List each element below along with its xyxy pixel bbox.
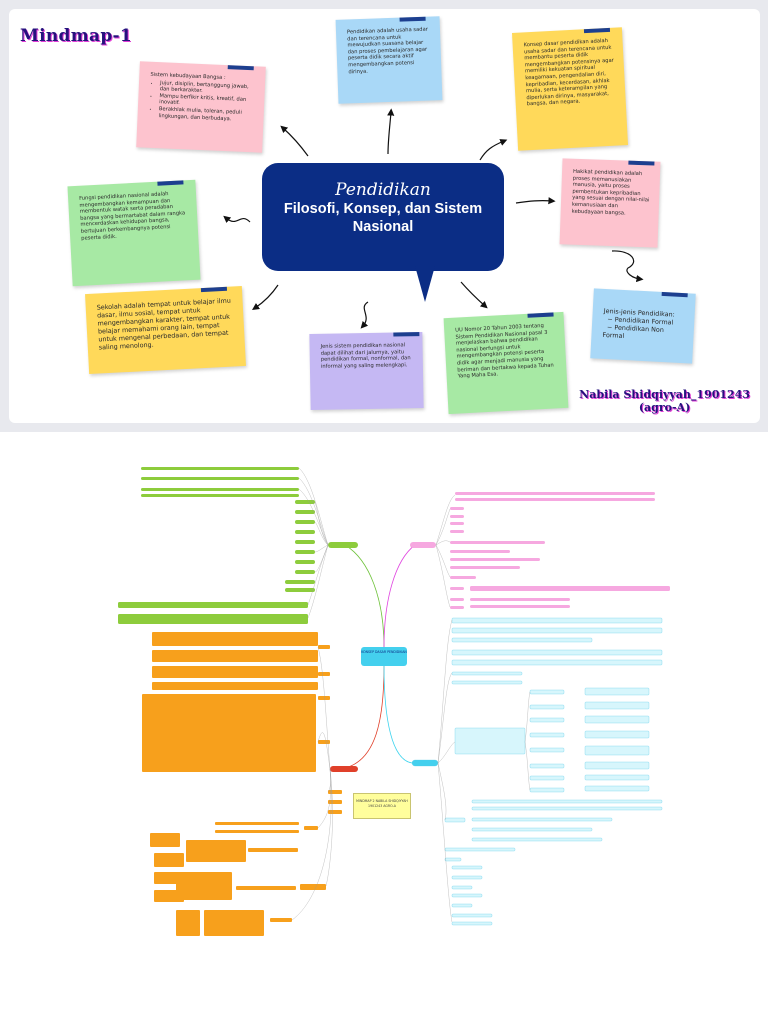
author-name: Nabila Shidqiyyah_1901243 — [579, 388, 750, 401]
arrow-to-uu — [460, 281, 488, 309]
arrow-to-hakikat — [515, 197, 556, 205]
central-topic-script: Pendidikan — [335, 180, 431, 200]
central-topic-title: Filosofi, Konsep, dan Sistem Nasional — [283, 201, 483, 235]
arrow-to-konsep — [479, 139, 508, 161]
central-topic-bubble: Pendidikan Filosofi, Konsep, dan Sistem … — [262, 163, 504, 271]
connector-arrows — [223, 108, 644, 329]
mindmap-2-caption: MINDMAP 2 NABILA SHIDQIYYAH 1901243 AGRO… — [353, 793, 411, 819]
arrow-to-jalur — [611, 250, 644, 283]
author-class: (agro-A) — [638, 401, 691, 414]
mindmap-2-panel — [0, 432, 768, 1024]
arrow-to-filosofi — [387, 108, 395, 155]
page-title: Mindmap-1 — [20, 26, 132, 46]
arrow-to-fungsi — [223, 215, 251, 224]
arrow-to-tujuan — [280, 125, 309, 157]
arrow-to-jenis-sistem — [360, 301, 369, 329]
author-credit: Nabila Shidqiyyah_1901243 (agro-A) — [579, 388, 750, 414]
mindmap-2-center: KONSEP DASAR PENDIDIKAN — [361, 647, 407, 666]
arrow-to-sekolah — [252, 284, 279, 310]
bubble-tail — [415, 266, 435, 302]
